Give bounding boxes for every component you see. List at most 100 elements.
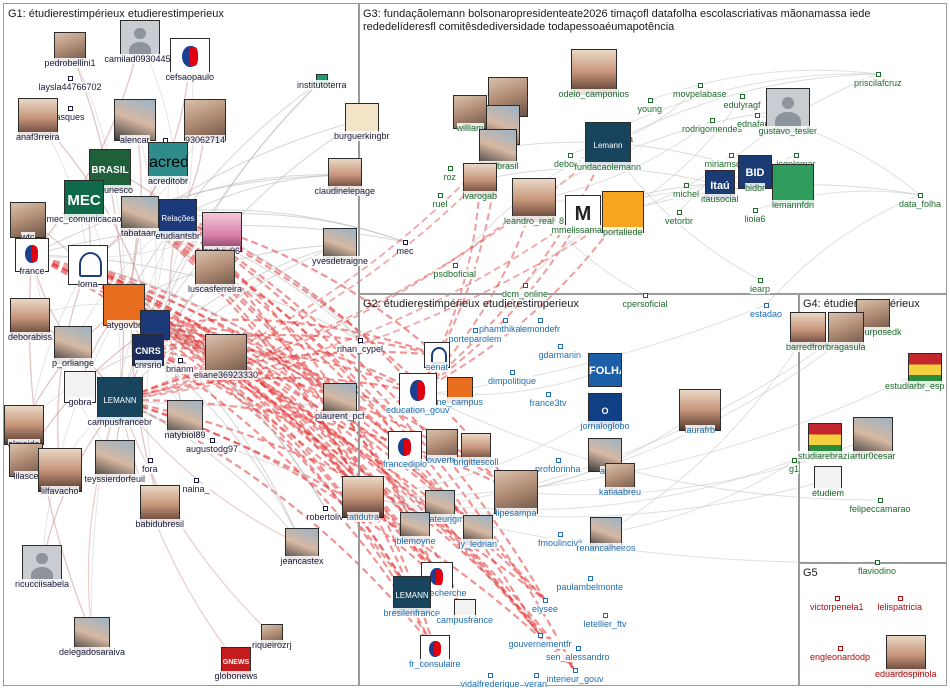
node-dot [210, 438, 215, 443]
node-dot [556, 458, 561, 463]
node-label: senat [426, 362, 449, 372]
node-label: tatidutra [346, 512, 380, 522]
node-label: mec_comunicacao [46, 214, 122, 224]
node-label: veran [524, 679, 548, 688]
edge [119, 179, 481, 401]
edge [87, 264, 466, 611]
edge [417, 212, 584, 393]
node-label: iearp [750, 284, 771, 294]
node-dot [753, 208, 758, 213]
node-label: eduardospinola [875, 669, 937, 679]
node-dot [568, 153, 573, 158]
group-g3-panel [358, 3, 947, 295]
node-dot [546, 392, 551, 397]
node-label: g1 [789, 464, 800, 474]
node-dot [323, 506, 328, 511]
node-dot [573, 668, 578, 673]
group-g3-title: G3: fundaçãolemann bolsonaropresidenteat… [363, 8, 871, 20]
node-dot [794, 153, 799, 158]
edge [31, 254, 413, 596]
node-dot [503, 318, 508, 323]
avatar-teyssierdorfeuil [95, 440, 135, 480]
avatar-artur0cesar [853, 417, 893, 457]
node-label: camilad09304453 [104, 54, 176, 64]
edge [123, 303, 406, 449]
avatar-tabataam [121, 196, 159, 234]
edge [119, 211, 624, 401]
node-label: sen_alessandro [546, 652, 610, 662]
avatar-mec_comunicacao: MEC [64, 180, 104, 220]
node-label: burguerkingbr [334, 131, 390, 141]
avatar-acreditobr: acredito [148, 142, 188, 182]
node-label: barredfrom [786, 342, 831, 352]
node-label: fmoulincivil [538, 538, 583, 548]
edge [147, 346, 419, 394]
avatar-deborabiss [10, 298, 50, 338]
edge [87, 119, 363, 266]
node-dot [403, 240, 408, 245]
node-label: interieur_gouv [546, 674, 604, 684]
node-dot [588, 576, 593, 581]
group-g5-title: G5 [803, 567, 818, 579]
node-label: roz [443, 172, 457, 182]
node-label: wtc [21, 232, 35, 242]
node-label: renancalheiros [576, 543, 636, 553]
node-label: studiarebrazil [798, 451, 852, 461]
node-label: france [19, 266, 45, 276]
node-dot [740, 94, 745, 99]
edge [31, 253, 479, 531]
node-label: estadao [750, 309, 783, 319]
node-label: lilasce [13, 471, 39, 481]
edge [139, 214, 479, 531]
node-label: cnrsrio [134, 360, 162, 370]
edge [119, 399, 237, 663]
node-dot [558, 532, 563, 537]
node-label: gouvernementfr [508, 639, 572, 649]
node-label: priscilafcruz [854, 78, 902, 88]
node-dot [792, 458, 797, 463]
node-dot [648, 98, 653, 103]
edge [119, 350, 438, 402]
node-dot [558, 344, 563, 349]
node-label: vidalfrederique [460, 679, 520, 688]
node-label: brianm [166, 364, 194, 374]
node-label: leandro_real_8 [504, 216, 565, 226]
edge [31, 174, 346, 256]
edge [119, 244, 341, 401]
avatar-lipesampa [494, 470, 538, 514]
group-g4-panel [798, 293, 947, 564]
node-dot [710, 118, 715, 123]
avatar-93062714 [184, 99, 226, 141]
node-dot [835, 596, 840, 601]
node-dot [543, 598, 548, 603]
node-label: portaliede [603, 227, 643, 237]
node-dot [764, 303, 769, 308]
node-dot [178, 358, 183, 363]
avatar-babidubresil [140, 485, 180, 525]
node-dot [755, 113, 760, 118]
node-dot [538, 318, 543, 323]
group-g1-title: G1: étudierestimpérieux etudierestimperi… [8, 8, 224, 20]
node-label: natybiol89 [164, 430, 206, 440]
node-dot [603, 613, 608, 618]
edge [123, 304, 364, 498]
node-label: movpelabase [673, 89, 727, 99]
avatar-eliane36923330 [205, 334, 247, 376]
node-dot [838, 646, 843, 651]
edge [154, 323, 419, 393]
node-label: lvarogab [462, 191, 498, 201]
node-label: ne_campus [436, 397, 484, 407]
edge [139, 214, 364, 498]
edge [605, 329, 809, 534]
node-dot [148, 458, 153, 463]
node-dot [194, 478, 199, 483]
node-label: bidbr [745, 183, 766, 193]
node-label: ruel [432, 199, 448, 209]
node-label: edulyragf [723, 100, 761, 110]
node-dot [918, 193, 923, 198]
node-label: jy_ledrian [458, 539, 498, 549]
node-label: p_orliange [52, 358, 95, 368]
node-dot [473, 328, 478, 333]
avatar-aracibrasil [479, 129, 517, 167]
node-label: plaurent_pcf [315, 411, 365, 421]
